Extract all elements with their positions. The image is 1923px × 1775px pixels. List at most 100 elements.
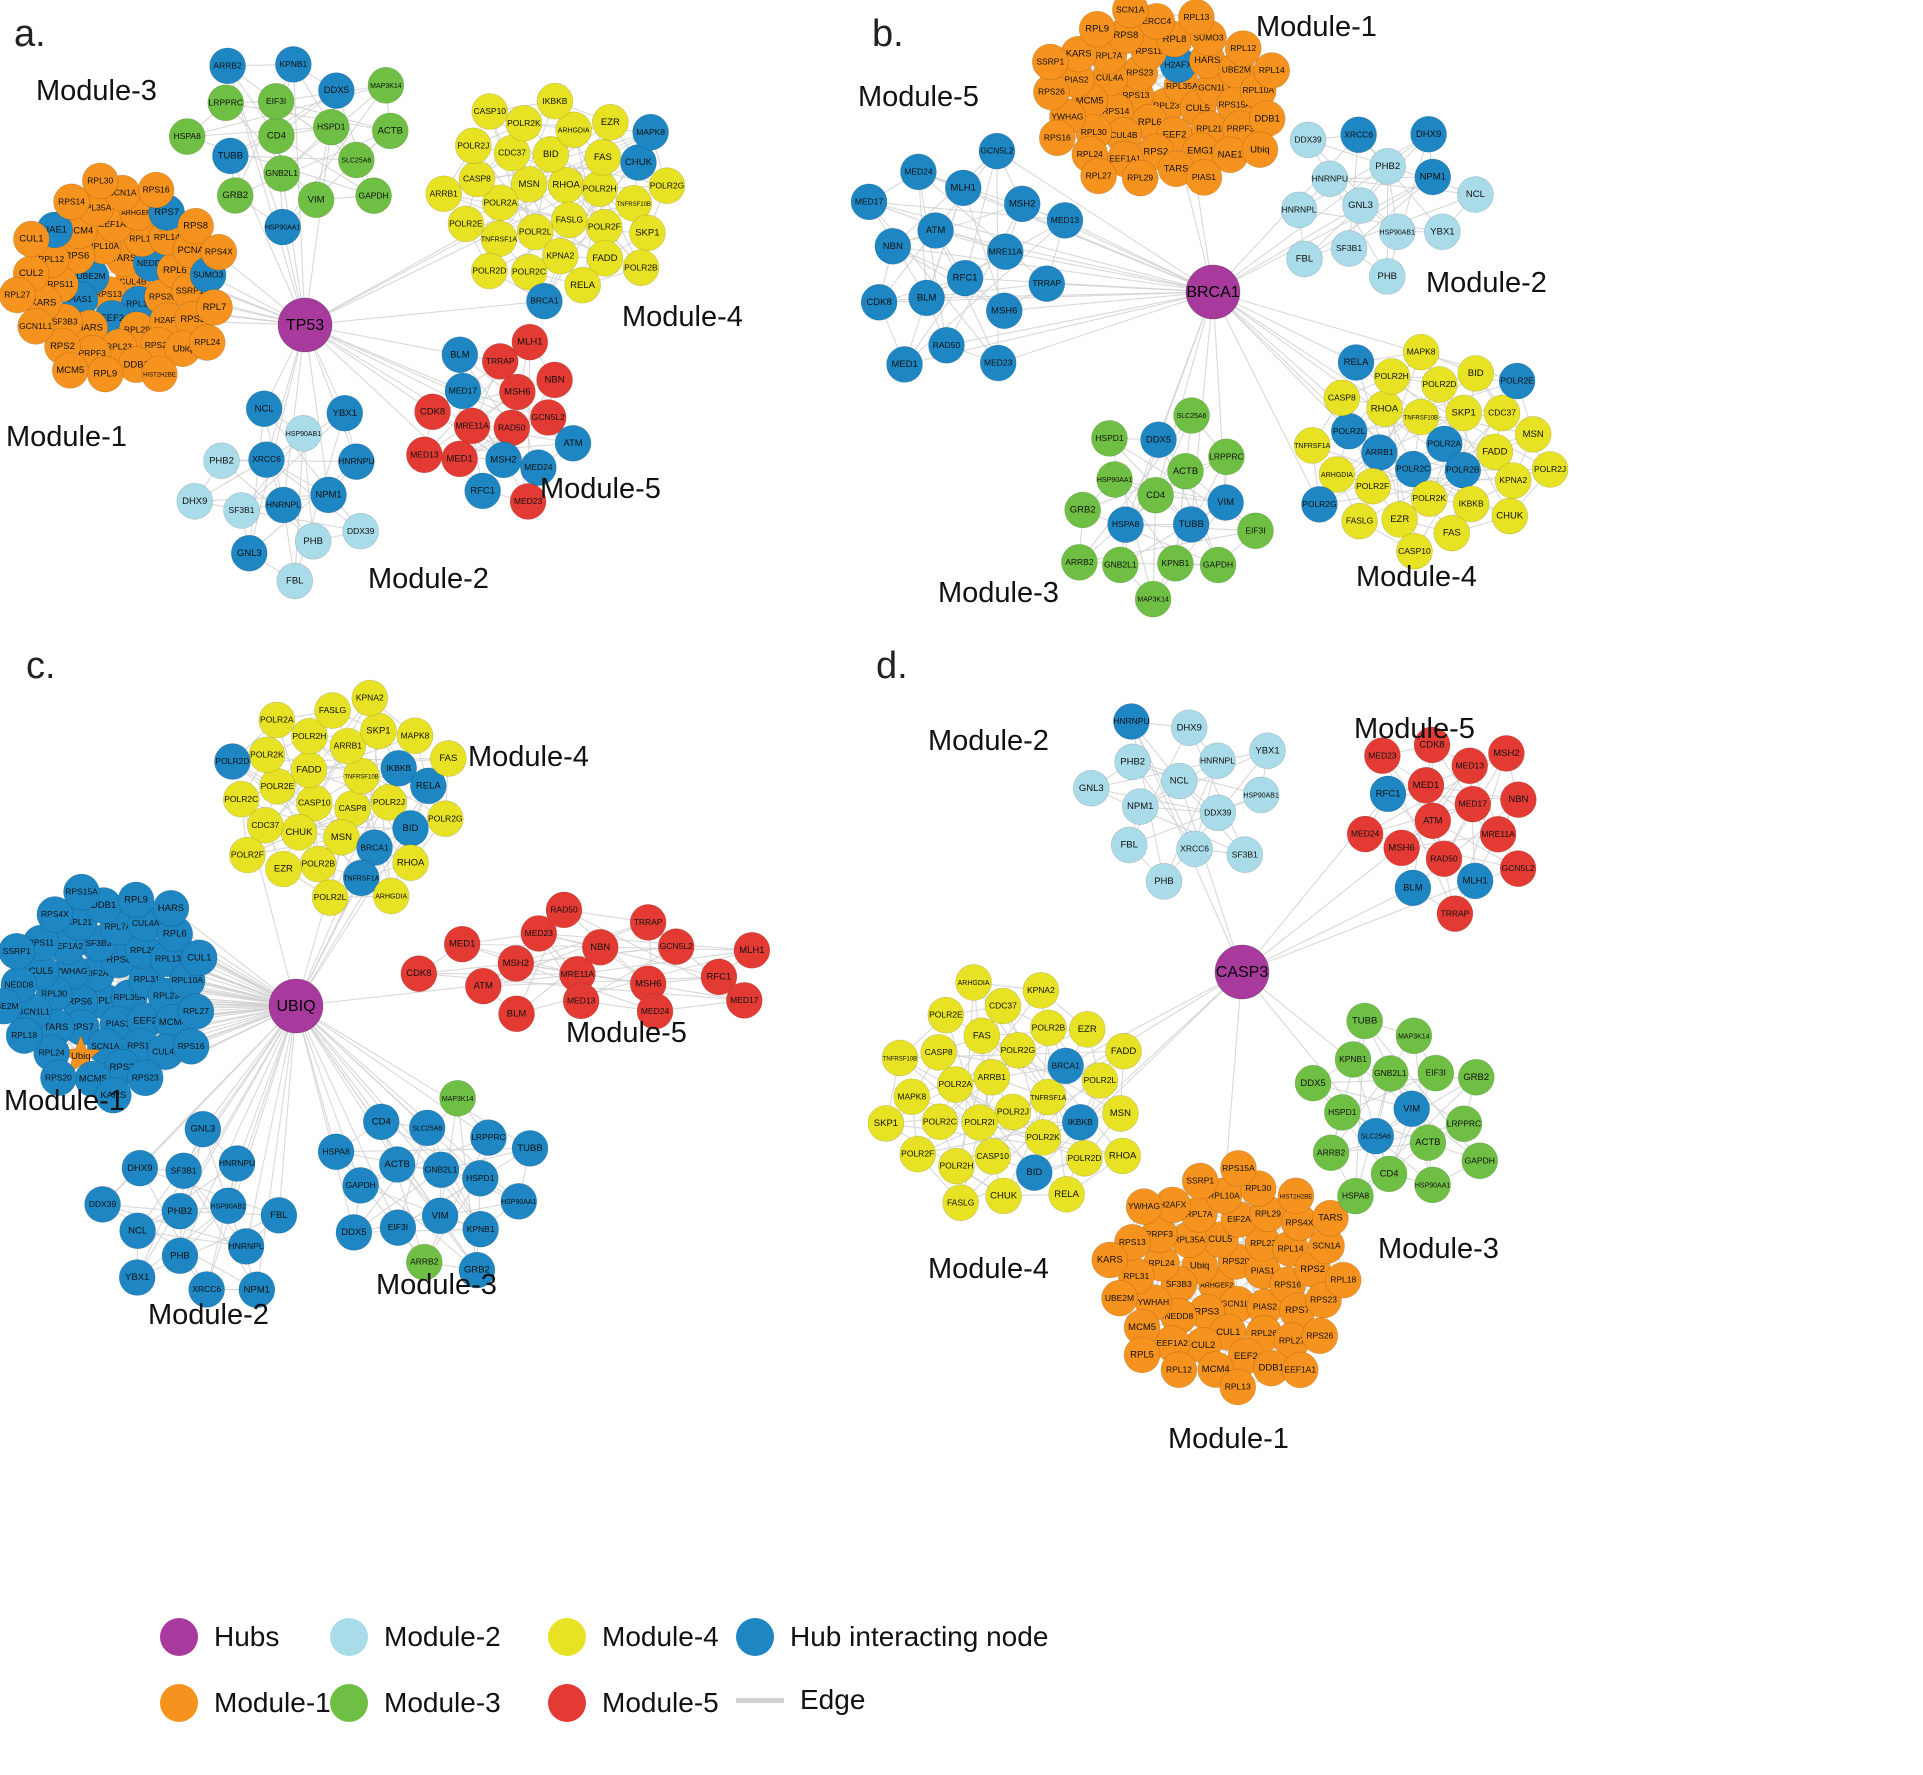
- node-a-polr2d[interactable]: POLR2D: [471, 252, 508, 290]
- node-d-ywhag[interactable]: YWHAG: [1125, 1188, 1163, 1225]
- node-d-hnrnpu[interactable]: HNRNPU: [1113, 703, 1150, 740]
- node-a-ddx39[interactable]: DDX39: [342, 512, 379, 550]
- node-b-blm[interactable]: BLM: [908, 279, 945, 317]
- node-b-rpl27[interactable]: RPL27: [1080, 157, 1117, 195]
- node-b-phb[interactable]: PHB: [1368, 258, 1406, 295]
- node-d-arrb1[interactable]: ARRB1: [973, 1058, 1011, 1096]
- node-a-faslg[interactable]: FASLG: [551, 201, 588, 239]
- node-b-cdc37[interactable]: CDC37: [1483, 394, 1521, 432]
- node-a-ncl[interactable]: NCL: [245, 390, 283, 428]
- node-c-rhoa[interactable]: RHOA: [392, 844, 429, 881]
- node-a-mapk8[interactable]: MAPK8: [632, 113, 669, 151]
- node-d-eef1a1[interactable]: EEF1A1: [1281, 1351, 1319, 1389]
- node-a-vim[interactable]: VIM: [297, 181, 335, 218]
- node-b-rfc1[interactable]: RFC1: [946, 259, 984, 297]
- node-d-hsp90ab1[interactable]: HSP90AB1: [1242, 776, 1280, 814]
- node-d-rhoa[interactable]: RHOA: [1104, 1137, 1141, 1175]
- hub-node-tp53[interactable]: TP53: [277, 297, 333, 353]
- node-d-gcn5l2[interactable]: GCN5L2: [1499, 850, 1537, 887]
- node-d-med17[interactable]: MED17: [1454, 785, 1492, 823]
- node-b-map3k14[interactable]: MAP3K14: [1134, 580, 1172, 618]
- node-b-hspd1[interactable]: HSPD1: [1091, 420, 1128, 457]
- node-d-vim[interactable]: VIM: [1393, 1090, 1430, 1128]
- node-a-cd4[interactable]: CD4: [258, 117, 295, 155]
- node-b-med23[interactable]: MED23: [979, 344, 1017, 382]
- node-b-ddx5[interactable]: DDX5: [1140, 421, 1177, 459]
- node-b-sf3b1[interactable]: SF3B1: [1330, 230, 1368, 267]
- node-d-msh2[interactable]: MSH2: [1488, 735, 1525, 772]
- node-a-actb[interactable]: ACTB: [371, 112, 409, 150]
- node-a-mlh1[interactable]: MLH1: [511, 323, 549, 361]
- node-a-phb2[interactable]: PHB2: [203, 442, 240, 479]
- node-a-arrb2[interactable]: ARRB2: [209, 47, 246, 85]
- node-d-rela[interactable]: RELA: [1048, 1176, 1085, 1213]
- node-a-mcm5[interactable]: MCM5: [51, 352, 89, 389]
- node-b-hnrnpu[interactable]: HNRNPU: [1311, 160, 1349, 198]
- node-b-cd4[interactable]: CD4: [1137, 476, 1174, 514]
- node-c-npm1[interactable]: NPM1: [238, 1271, 276, 1309]
- node-c-gapdh[interactable]: GAPDH: [342, 1167, 379, 1204]
- node-b-lrpprc[interactable]: LRPPRC: [1208, 438, 1245, 476]
- node-d-hspa8[interactable]: HSPA8: [1337, 1177, 1374, 1215]
- node-d-atm[interactable]: ATM: [1414, 802, 1452, 840]
- node-b-rhoa[interactable]: RHOA: [1366, 390, 1403, 427]
- node-d-fas[interactable]: FAS: [963, 1017, 1001, 1055]
- node-d-cdk8[interactable]: CDK8: [1413, 726, 1451, 764]
- node-d-arhgdia[interactable]: ARHGDIA: [955, 964, 992, 1001]
- node-d-ikbkb[interactable]: IKBKB: [1061, 1103, 1099, 1141]
- node-c-gnl3[interactable]: GNL3: [184, 1110, 222, 1148]
- node-c-kars[interactable]: KARS: [95, 1076, 132, 1114]
- node-c-rps20[interactable]: RPS20: [40, 1059, 77, 1097]
- node-b-mapk8[interactable]: MAPK8: [1402, 333, 1440, 371]
- node-a-ezr[interactable]: EZR: [592, 103, 629, 141]
- node-a-med17[interactable]: MED17: [444, 372, 482, 410]
- node-d-trrap[interactable]: TRRAP: [1436, 895, 1474, 932]
- node-c-rps16[interactable]: RPS16: [172, 1028, 210, 1065]
- node-c-hsp90aa1[interactable]: HSP90AA1: [500, 1183, 538, 1220]
- node-a-msh2[interactable]: MSH2: [485, 441, 522, 479]
- node-b-ezr[interactable]: EZR: [1381, 501, 1419, 538]
- node-c-ybx1[interactable]: YBX1: [118, 1259, 156, 1296]
- node-c-actb[interactable]: ACTB: [378, 1146, 416, 1183]
- node-c-med17[interactable]: MED17: [725, 982, 763, 1019]
- node-a-tnfrsf1a[interactable]: TNFRSF1A: [480, 220, 518, 258]
- node-a-polr2k[interactable]: POLR2K: [505, 104, 543, 142]
- node-c-hspa8[interactable]: HSPA8: [317, 1133, 355, 1171]
- node-d-ssrp1[interactable]: SSRP1: [1181, 1162, 1219, 1200]
- node-d-ncl[interactable]: NCL: [1160, 762, 1198, 800]
- node-d-actb[interactable]: ACTB: [1409, 1124, 1447, 1161]
- node-d-polr2g[interactable]: POLR2G: [999, 1031, 1037, 1069]
- node-d-blm[interactable]: BLM: [1394, 869, 1432, 907]
- node-a-gnb2l1[interactable]: GNB2L1: [263, 155, 300, 192]
- node-c-polr2a[interactable]: POLR2A: [258, 701, 296, 739]
- node-c-hars[interactable]: HARS: [152, 889, 190, 927]
- node-b-tnfrsf10b[interactable]: TNFRSF10B: [1402, 398, 1440, 436]
- node-a-cul1[interactable]: CUL1: [13, 220, 50, 258]
- node-b-kpnb1[interactable]: KPNB1: [1157, 544, 1194, 582]
- node-b-med13[interactable]: MED13: [1046, 202, 1084, 239]
- node-c-gnb2l1[interactable]: GNB2L1: [422, 1151, 460, 1189]
- node-a-med23[interactable]: MED23: [509, 483, 547, 520]
- node-b-polr2b[interactable]: POLR2B: [1444, 451, 1482, 489]
- node-a-hnrnpu[interactable]: HNRNPU: [338, 443, 375, 480]
- node-d-rpl12[interactable]: RPL12: [1160, 1351, 1198, 1389]
- node-b-polr2l[interactable]: POLR2L: [1330, 412, 1368, 450]
- node-c-phb2[interactable]: PHB2: [161, 1192, 199, 1230]
- node-c-blm[interactable]: BLM: [498, 995, 535, 1033]
- node-d-mlh1[interactable]: MLH1: [1456, 862, 1494, 900]
- node-d-phb[interactable]: PHB: [1145, 862, 1183, 900]
- node-b-hsp90ab1[interactable]: HSP90AB1: [1378, 213, 1416, 251]
- node-b-polr2d[interactable]: POLR2D: [1421, 366, 1458, 403]
- node-a-med13[interactable]: MED13: [406, 436, 443, 474]
- node-d-fadd[interactable]: FADD: [1105, 1032, 1142, 1070]
- node-b-trrap[interactable]: TRRAP: [1028, 265, 1066, 302]
- node-d-msh6[interactable]: MSH6: [1383, 829, 1420, 867]
- node-a-casp10[interactable]: CASP10: [471, 93, 509, 130]
- node-b-rpl29[interactable]: RPL29: [1121, 159, 1159, 197]
- node-d-ube2m[interactable]: UBE2M: [1101, 1279, 1138, 1317]
- node-a-polr2h[interactable]: POLR2H: [581, 170, 618, 207]
- node-c-atm[interactable]: ATM: [465, 967, 502, 1005]
- node-a-casp8[interactable]: CASP8: [458, 160, 496, 198]
- node-a-polr2f[interactable]: POLR2F: [586, 208, 623, 246]
- node-c-dhx9[interactable]: DHX9: [121, 1149, 159, 1187]
